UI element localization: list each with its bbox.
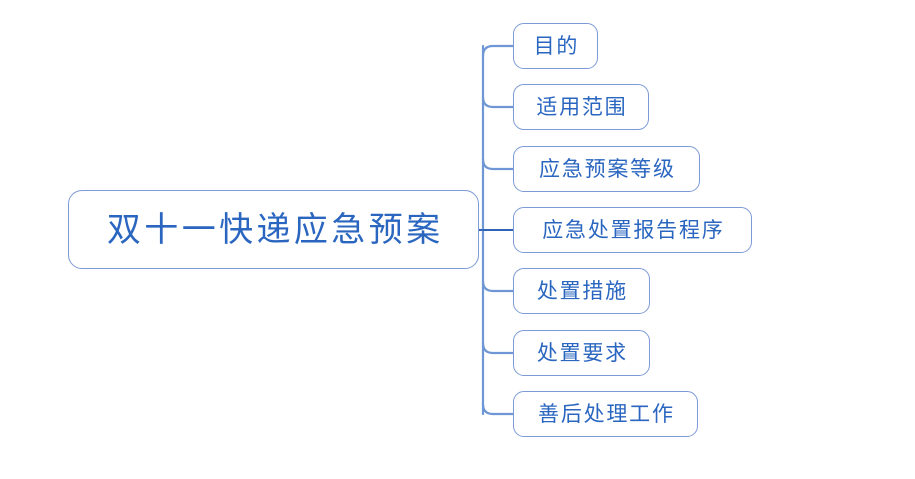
child-node-3[interactable]: 应急预案等级 [513,146,700,192]
connector-branch-6 [481,341,515,355]
child-node-1-label: 目的 [533,33,580,58]
connector-branch-7 [481,402,515,416]
child-node-5-label: 处置措施 [536,278,628,303]
connector-branch-2 [481,95,515,109]
child-node-7-label: 善后处理工作 [538,401,675,426]
child-node-4-label: 应急处置报告程序 [542,217,725,242]
child-node-5[interactable]: 处置措施 [513,268,650,314]
child-node-1[interactable]: 目的 [513,23,598,69]
root-node[interactable]: 双十一快递应急预案 [68,190,479,269]
connector-branch-5 [481,279,515,293]
connector-branch-1 [481,44,515,58]
child-node-6-label: 处置要求 [536,340,628,365]
child-node-6[interactable]: 处置要求 [513,330,650,376]
root-node-label: 双十一快递应急预案 [106,209,444,250]
child-node-7[interactable]: 善后处理工作 [513,391,698,437]
child-node-3-label: 应急预案等级 [539,156,676,181]
connector-branch-3 [481,157,515,171]
child-node-2[interactable]: 适用范围 [513,84,649,130]
child-node-4[interactable]: 应急处置报告程序 [513,207,752,253]
child-node-2-label: 适用范围 [536,94,628,119]
